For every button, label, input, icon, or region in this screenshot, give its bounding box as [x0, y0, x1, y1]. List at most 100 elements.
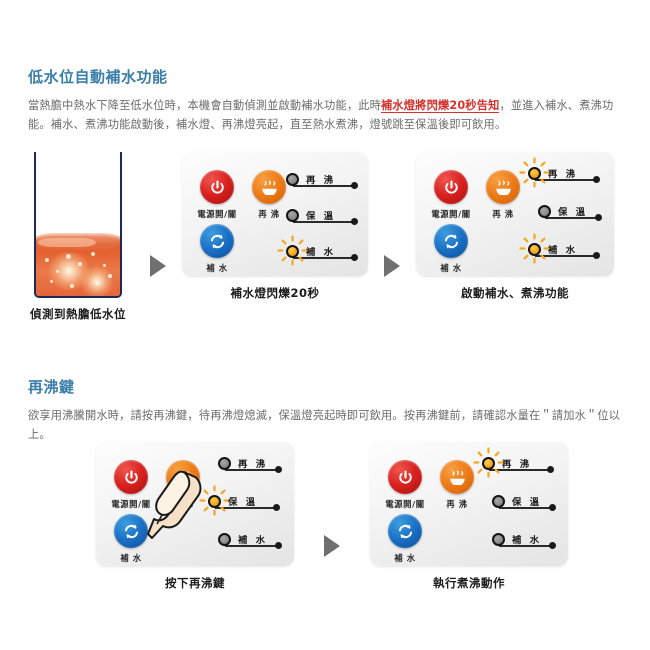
power-icon	[444, 180, 458, 194]
reboil-button-label: 再 沸	[446, 499, 468, 509]
lamp-dot-reboil	[218, 456, 231, 470]
reboil-button[interactable]	[486, 170, 520, 204]
sun-rays-icon	[473, 447, 504, 478]
panel-press-reboil-wrap: 電源開/關 再 沸	[96, 442, 294, 591]
lamp-reboil: 再 沸	[473, 447, 554, 478]
refill-button[interactable]	[388, 514, 422, 548]
flow-arrow-1	[134, 152, 182, 322]
sun-rays-icon	[519, 157, 550, 188]
lamp-refill: 補 水	[519, 233, 600, 264]
lamp-label-reboil: 再 沸	[502, 459, 532, 470]
water-glow	[80, 266, 114, 296]
lamp-reboil: 再 沸	[286, 172, 358, 189]
reboil-button[interactable]	[252, 170, 286, 204]
lamp-endpoint	[273, 504, 280, 511]
lamp-label-reboil: 再 沸	[238, 459, 268, 470]
panel-refill-boil-active-wrap: 電源開/關 再 沸 補 水	[416, 152, 614, 301]
power-button[interactable]	[388, 460, 422, 494]
bubble	[50, 280, 53, 283]
refill-cycle-icon	[210, 234, 224, 248]
bubble	[103, 264, 106, 267]
refill-button-label: 補 水	[394, 553, 416, 563]
section-body-1: 當熱膽中熱水下降至低水位時，本機會自動偵測並啟動補水功能，此時補水燈將閃爍20秒…	[28, 96, 628, 135]
refill-cycle-icon	[124, 524, 138, 538]
water-surface-highlight	[38, 238, 96, 247]
refill-button-label: 補 水	[440, 263, 462, 273]
power-icon	[124, 470, 138, 484]
section-low-water-auto-refill: 低水位自動補水功能 當熱膽中熱水下降至低水位時，本機會自動偵測並啟動補水功能，此…	[28, 68, 628, 135]
lamp-dot-keepwarm	[208, 494, 221, 508]
lamp-label-reboil: 再 沸	[306, 175, 336, 186]
power-button[interactable]	[200, 170, 234, 204]
lamp-endpoint	[351, 182, 358, 189]
lamp-endpoint	[595, 214, 602, 221]
panel-caption-4: 執行煮沸動作	[433, 576, 505, 590]
lamp-label-refill: 補 水	[548, 245, 578, 256]
lamp-endpoint	[275, 542, 282, 549]
reboil-button[interactable]	[166, 460, 200, 494]
refill-button-label: 補 水	[120, 553, 142, 563]
lamp-dot-reboil	[482, 456, 495, 470]
bubble	[78, 262, 82, 266]
tank-caption: 偵測到熱膽低水位	[30, 307, 126, 321]
panel-press-reboil: 電源開/關 再 沸	[96, 442, 294, 566]
refill-button[interactable]	[114, 514, 148, 548]
refill-button[interactable]	[200, 224, 234, 258]
power-button-label: 電源開/關	[197, 209, 237, 219]
lamp-dot-reboil	[286, 172, 299, 186]
refill-button[interactable]	[434, 224, 468, 258]
bubble	[56, 270, 59, 273]
bubble	[96, 282, 99, 285]
refill-button-label: 補 水	[206, 263, 228, 273]
lamp-label-refill: 補 水	[238, 535, 268, 546]
lamp-label-keepwarm: 保 溫	[306, 211, 336, 222]
lamp-refill: 補 水	[277, 235, 358, 266]
panel-boiling-action: 電源開/關 再 沸 補 水	[370, 442, 568, 566]
reboil-button-label: 再 沸	[258, 209, 280, 219]
lamp-label-reboil: 再 沸	[548, 169, 578, 180]
lamp-dot-refill	[286, 244, 299, 258]
power-button-label: 電源開/關	[111, 499, 151, 509]
steam-heat-icon	[175, 470, 191, 485]
lamp-keepwarm: 保 溫	[538, 204, 602, 221]
lamp-reboil: 再 沸	[519, 157, 600, 188]
lamp-label-refill: 補 水	[306, 247, 336, 258]
lamp-keepwarm: 保 溫	[286, 208, 358, 225]
lamp-dot-reboil	[528, 166, 541, 180]
steam-heat-icon	[449, 470, 465, 485]
lamp-dot-refill	[218, 532, 231, 546]
bubble	[70, 284, 74, 288]
play-triangle-arrow-icon	[150, 255, 166, 277]
section-body-1-before: 當熱膽中熱水下降至低水位時，本機會自動偵測並啟動補水功能，此時	[28, 98, 382, 112]
lamp-dot-keepwarm	[538, 204, 551, 218]
refill-cycle-icon	[398, 524, 412, 538]
play-triangle-arrow-icon	[384, 255, 400, 277]
panel-boiling-action-wrap: 電源開/關 再 沸 補 水	[370, 442, 568, 591]
bubble	[108, 274, 112, 278]
steam-heat-icon	[495, 180, 511, 195]
panel-refill-blinking: 電源開/關 再 沸 補 水	[182, 152, 368, 276]
lamp-endpoint	[351, 218, 358, 225]
flow-arrow-3	[294, 442, 370, 591]
lamp-endpoint	[549, 542, 556, 549]
power-button[interactable]	[114, 460, 148, 494]
lamp-label-refill: 補 水	[512, 535, 542, 546]
section-title-1: 低水位自動補水功能	[28, 68, 168, 86]
power-button[interactable]	[434, 170, 468, 204]
panel-caption-3: 按下再沸鍵	[165, 576, 225, 590]
lamp-dot-refill	[492, 532, 505, 546]
reboil-button[interactable]	[440, 460, 474, 494]
water-tank-icon	[34, 152, 122, 298]
lamp-label-keepwarm: 保 溫	[558, 207, 588, 218]
lamp-refill: 補 水	[218, 532, 282, 549]
lamp-endpoint	[275, 466, 282, 473]
lamp-label-keepwarm: 保 溫	[512, 497, 542, 508]
panel-caption-2: 啟動補水、煮沸功能	[461, 286, 569, 300]
bubble	[91, 252, 95, 256]
bubble	[66, 254, 71, 259]
lamp-reboil: 再 沸	[218, 456, 282, 473]
lamp-endpoint	[593, 252, 600, 259]
lamp-dot-keepwarm	[286, 208, 299, 222]
section-reboil-key: 再沸鍵 欲享用沸騰開水時，請按再沸鍵，待再沸燈熄滅，保溫燈亮起時即可飲用。按再沸…	[28, 378, 628, 445]
